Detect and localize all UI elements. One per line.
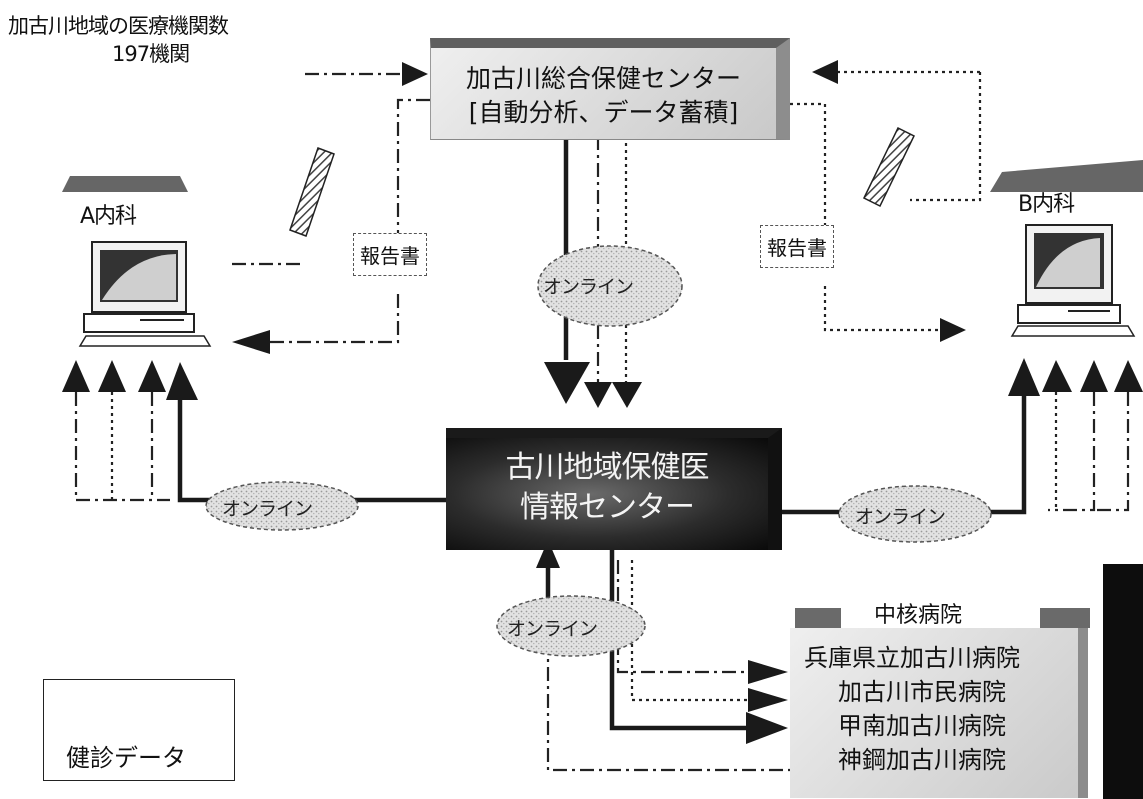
b-chip-line [910, 72, 980, 200]
top-to-a-line [398, 100, 430, 234]
page-title: 加古川地域の医療機関数 197機関 [8, 12, 228, 68]
legend-label: 健診データ [66, 738, 186, 773]
b-report-arrow [940, 318, 966, 342]
hospital-item: 甲南加古川病院 [790, 709, 1078, 743]
online-label-left: オンライン [222, 494, 312, 521]
top-to-b-line [790, 104, 825, 226]
health-center-title: 加古川総合保健センター [431, 62, 776, 96]
hospital-group-title: 中核病院 [874, 597, 962, 629]
center-in-arrow-3 [612, 382, 642, 408]
info-center-title: 古川地域保健医 [446, 448, 768, 488]
hosp-arrow-2 [748, 688, 788, 712]
a-return-arrow [232, 330, 270, 354]
title-line-2: 197機関 [8, 40, 228, 68]
hospital-item: 兵庫県立加古川病院 [790, 641, 1078, 675]
health-center-subtitle: [自動分析、データ蓄積] [431, 96, 776, 130]
online-label-bottom: オンライン [507, 614, 597, 641]
a-return-line [270, 294, 398, 342]
hospital-box: 兵庫県立加古川病院 加古川市民病院 甲南加古川病院 神鋼加古川病院 [790, 628, 1088, 798]
online-label-right: オンライン [855, 502, 945, 529]
b-report-line [825, 286, 940, 330]
info-center-subtitle: 情報センター [446, 488, 768, 528]
b-up-arrow-4 [1114, 360, 1143, 392]
b-data-chip-icon [864, 128, 914, 206]
a-up-arrow-2 [98, 360, 126, 392]
b-report-doc: 報告書 [760, 225, 834, 268]
hospital-box-cap-left [795, 608, 841, 628]
b-up-line-4 [1094, 392, 1128, 510]
a-up-arrow-3 [138, 360, 166, 392]
center-in-arrow-2 [584, 382, 612, 408]
hosp-arrow-3 [746, 712, 788, 744]
b-up-arrow-1 [1008, 358, 1040, 396]
center-to-hosp-2 [632, 560, 748, 700]
a-report-doc: 報告書 [353, 233, 427, 276]
right-edge-block [1103, 564, 1143, 799]
b-up-arrow-2 [1042, 360, 1072, 392]
a-to-top-arrow [402, 62, 428, 86]
hosp-arrow-1 [748, 660, 788, 684]
b-to-top-arrow [812, 60, 838, 84]
hospital-item: 加古川市民病院 [790, 675, 1078, 709]
hospital-item: 神鋼加古川病院 [790, 743, 1078, 777]
hospital-box-cap-right [1040, 608, 1090, 628]
center-in-arrow-1 [544, 362, 590, 404]
a-up-arrow-1 [62, 360, 90, 392]
a-up-line-1 [76, 392, 170, 500]
a-clinic-platform [62, 176, 188, 192]
a-data-chip-icon [290, 148, 334, 236]
a-computer-icon [80, 242, 210, 346]
b-clinic-label: B内科 [1018, 186, 1074, 218]
info-center-box: 古川地域保健医 情報センター [446, 428, 782, 550]
health-center-box: 加古川総合保健センター [自動分析、データ蓄積] [430, 38, 790, 140]
title-line-1: 加古川地域の医療機関数 [8, 14, 228, 38]
a-up-arrow-4 [166, 362, 198, 400]
b-computer-icon [1012, 225, 1134, 336]
b-up-arrow-3 [1080, 360, 1108, 392]
online-label-top: オンライン [543, 272, 633, 299]
a-clinic-label: A内科 [80, 198, 136, 230]
